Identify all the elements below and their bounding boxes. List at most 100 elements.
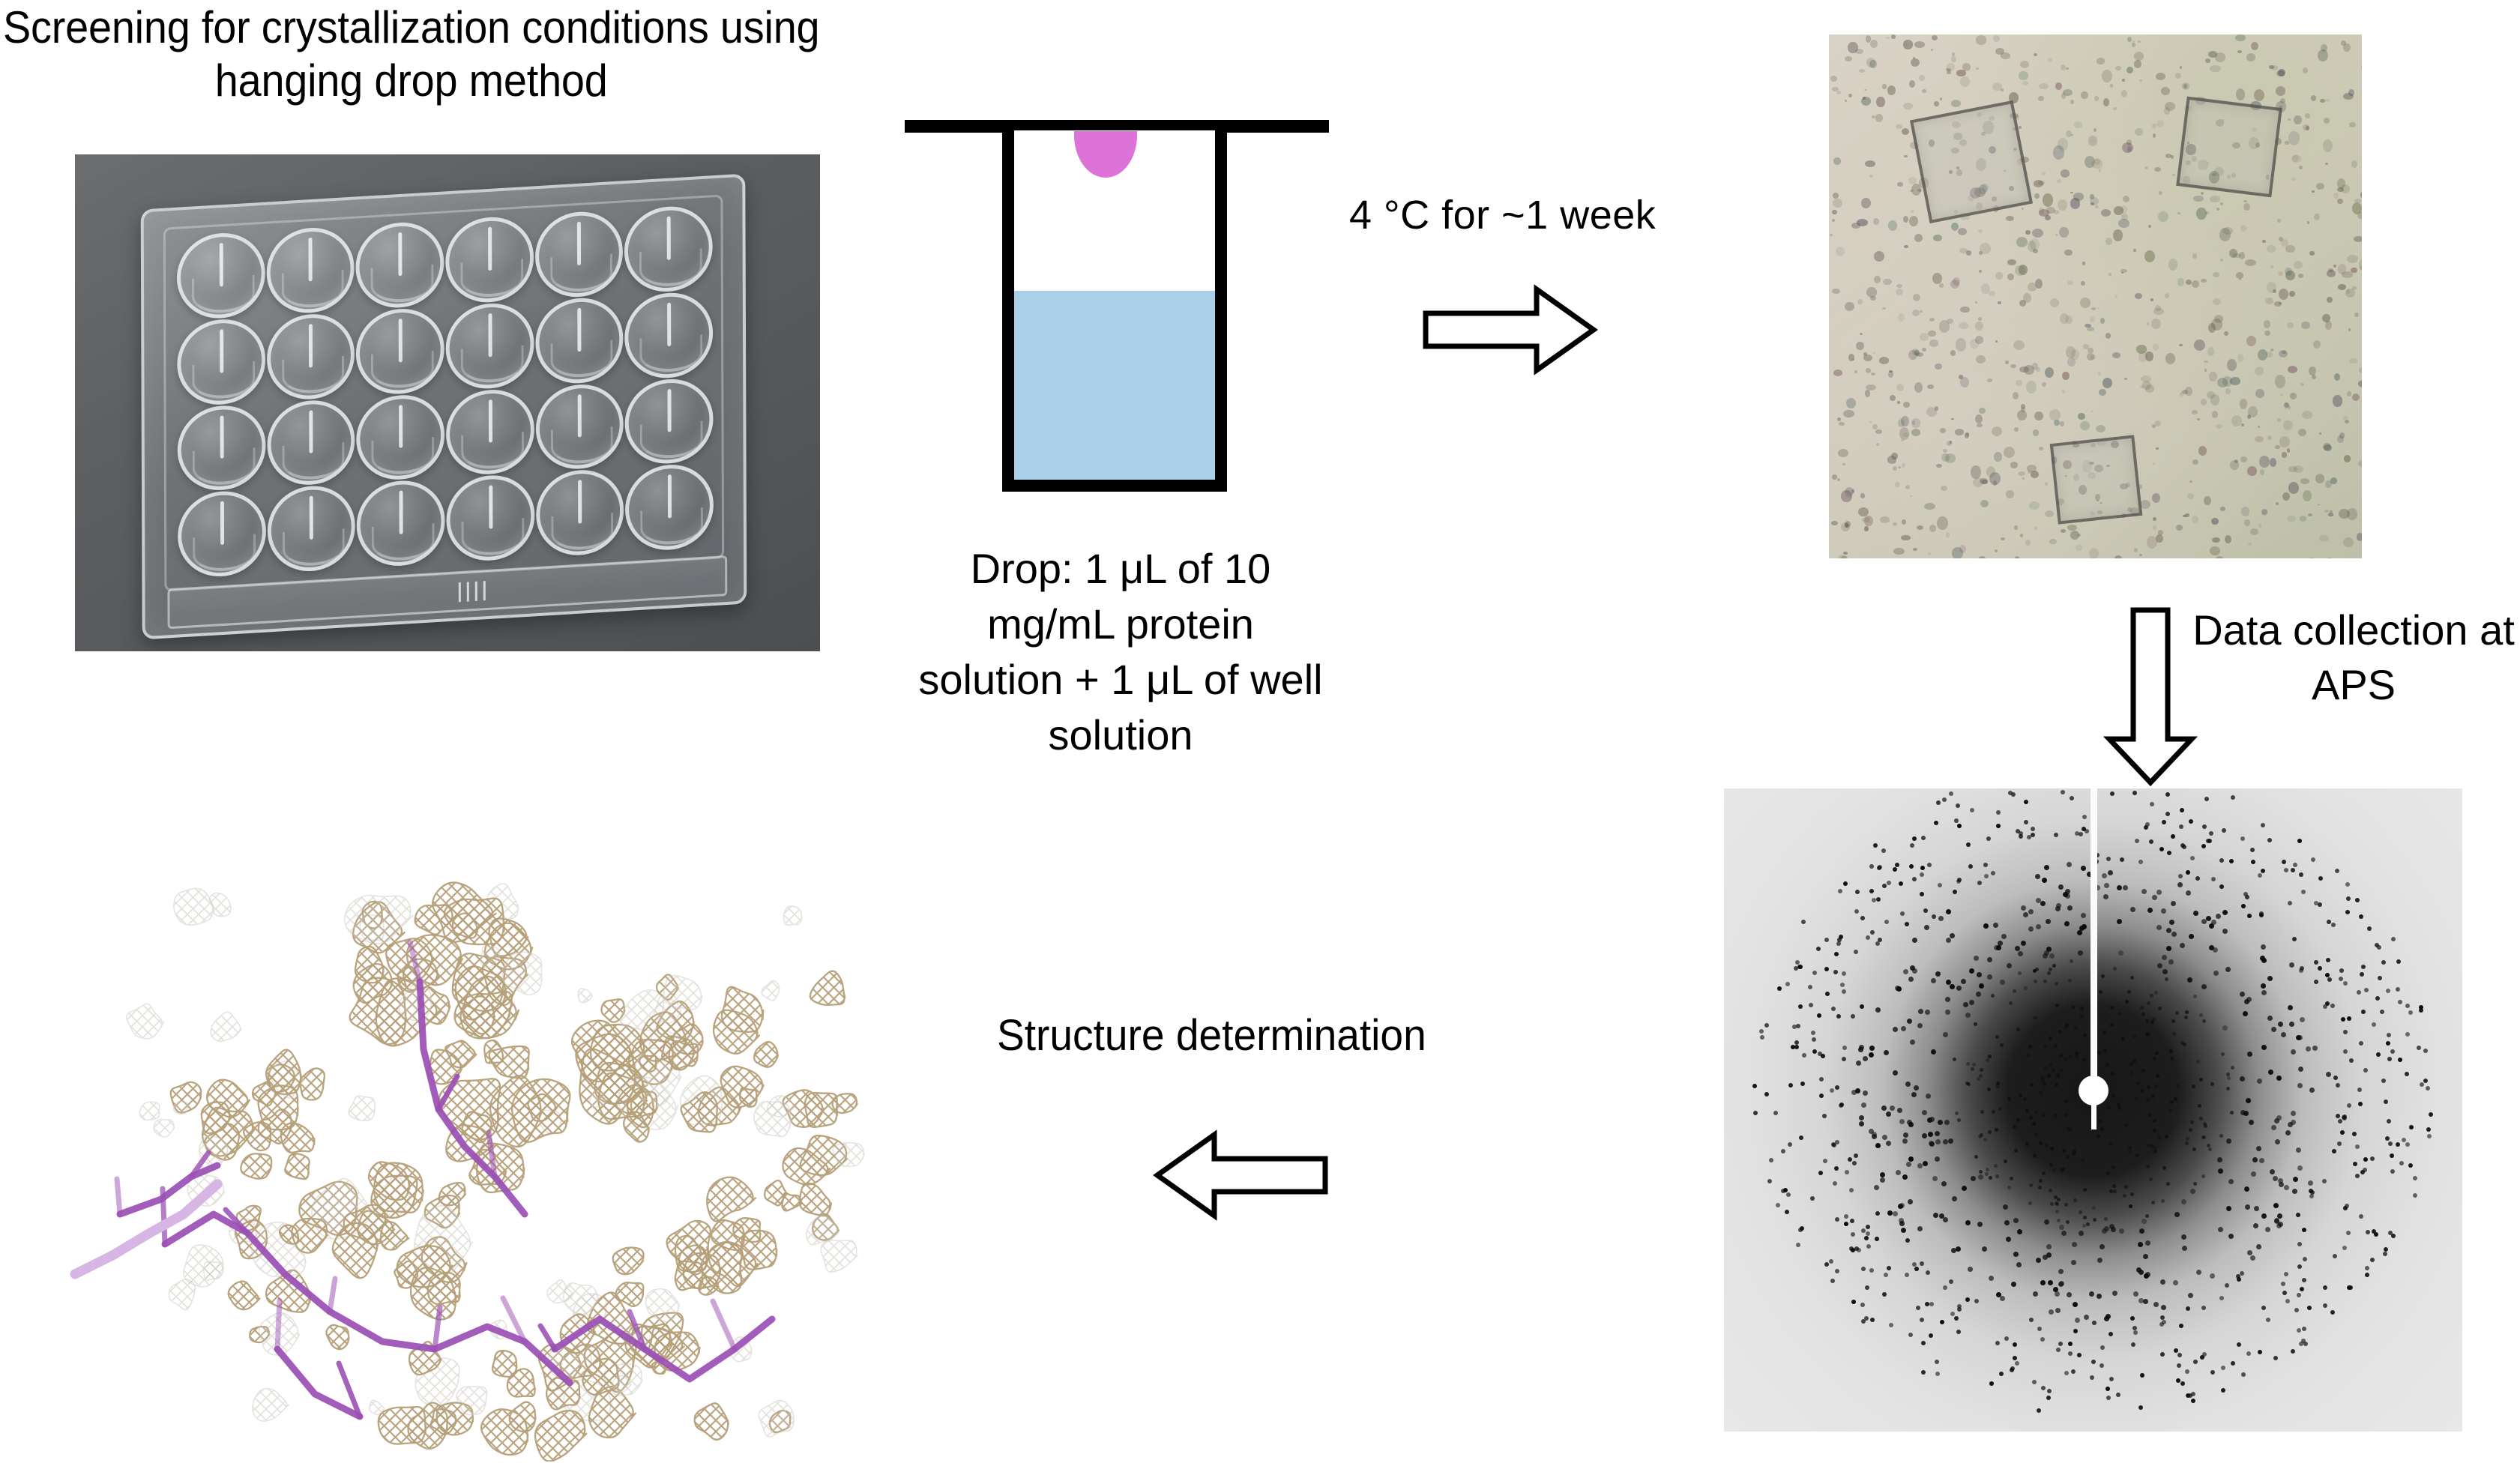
diffraction-spot [2361,965,2366,970]
diffraction-spot [2413,1192,2418,1198]
precipitate-speck [2286,515,2297,522]
diffraction-spot [2081,1157,2085,1162]
density-blob [153,1118,175,1138]
diffraction-spot [1992,1109,1996,1114]
precipitate-speck [2012,391,2019,400]
precipitate-speck [1891,453,1898,460]
diffraction-spot [2185,870,2190,875]
precipitate-speck [2157,529,2164,536]
diffraction-spot [1977,881,1983,886]
precipitate-speck [2186,279,2192,285]
precipitate-speck [2070,99,2075,104]
precipitate-speck [2262,239,2266,243]
diffraction-spot [2040,900,2046,906]
precipitate-speck [2123,378,2128,381]
precipitate-speck [2276,418,2282,422]
precipitate-speck [1945,532,1950,537]
diffraction-spot [2028,926,2034,932]
diffraction-spot [2190,1398,2195,1403]
arrow-right-incubation-icon [1423,284,1599,375]
precipitate-speck [2266,352,2273,358]
precipitate-speck [1854,370,1857,373]
diffraction-spot [2306,1305,2312,1310]
precipitate-speck [1970,465,1982,480]
precipitate-speck [2111,440,2119,449]
precipitate-speck [2184,106,2192,112]
diffraction-spot [1816,946,1821,951]
precipitate-speck [2198,446,2207,456]
diffraction-spot [2176,1378,2181,1384]
precipitate-speck [2087,353,2094,361]
precipitate-speck [2133,249,2136,252]
precipitate-speck [1896,124,1902,129]
precipitate-speck [1845,397,1857,409]
precipitate-speck [2174,73,2181,79]
precipitate-speck [2274,374,2285,388]
diffraction-spot [2149,839,2154,845]
precipitate-speck [1965,250,1972,256]
diffraction-spot [2345,1231,2351,1236]
diffraction-spot [2151,1094,2156,1098]
diffraction-spot [2141,888,2147,894]
diffraction-spot [1824,967,1829,972]
diffraction-spot [2301,1277,2306,1282]
diffraction-spot [2052,1168,2057,1173]
diffraction-spot [2255,1145,2261,1151]
diffraction-spot [2358,914,2363,920]
density-blob [438,1181,467,1207]
diffraction-spot [1927,863,1932,868]
precipitate-speck [1887,85,1896,95]
diffraction-spot [2016,1262,2022,1268]
plate-well [356,478,445,569]
diffraction-spot [2359,1213,2364,1219]
diffraction-spot [1884,920,1889,925]
diffraction-spot [2087,872,2093,878]
diffraction-spot [2089,1375,2094,1380]
diffraction-spot [2112,1189,2117,1193]
diffraction-spot [1776,986,1782,991]
diffraction-spot [2154,990,2159,995]
precipitate-speck [2126,139,2132,146]
diffraction-spot [2169,1049,2174,1053]
diffraction-spot [2135,1082,2140,1086]
diffraction-spot [2249,1255,2255,1261]
diffraction-spot [2017,1228,2023,1234]
density-blob [712,1009,761,1055]
precipitate-speck [1840,522,1851,532]
density-blob [506,1368,537,1398]
precipitate-speck [2287,405,2291,409]
diffraction-spot [2073,1150,2077,1154]
diffraction-spot [2153,1301,2159,1307]
diffraction-spot [1860,1102,1866,1108]
precipitate-speck [2120,268,2128,274]
precipitate-speck [2354,199,2362,203]
precipitate-speck [1954,428,1965,435]
diffraction-spot [2373,1231,2378,1237]
model-side-chain [188,1150,211,1180]
diffraction-spot [1989,1381,1995,1387]
diffraction-spot [2083,1315,2089,1321]
precipitate-speck [1887,456,1897,464]
precipitate-speck [1959,139,1968,146]
precipitate-speck [2153,308,2165,315]
diffraction-spot [2164,977,2168,981]
diffraction-spot [2162,968,2168,974]
diffraction-spot [1768,1157,1773,1162]
precipitate-speck [2255,389,2265,398]
precipitate-speck [2150,298,2154,301]
precipitate-speck [1980,243,1991,255]
precipitate-speck [2300,477,2310,484]
precipitate-speck [2285,141,2289,145]
density-blob [612,1375,633,1393]
diffraction-spot [2365,1272,2370,1277]
diffraction-spot [1875,1007,1881,1013]
diffraction-spot [2188,1127,2192,1132]
precipitate-speck [2224,534,2231,544]
model-side-chain [627,1309,648,1352]
density-blob [444,1040,477,1069]
diffraction-spot [1962,1185,1968,1191]
diffraction-spot [2425,1086,2430,1091]
diffraction-spot [1818,1171,1824,1176]
precipitate-speck [2140,375,2152,383]
precipitate-speck [2210,394,2219,405]
